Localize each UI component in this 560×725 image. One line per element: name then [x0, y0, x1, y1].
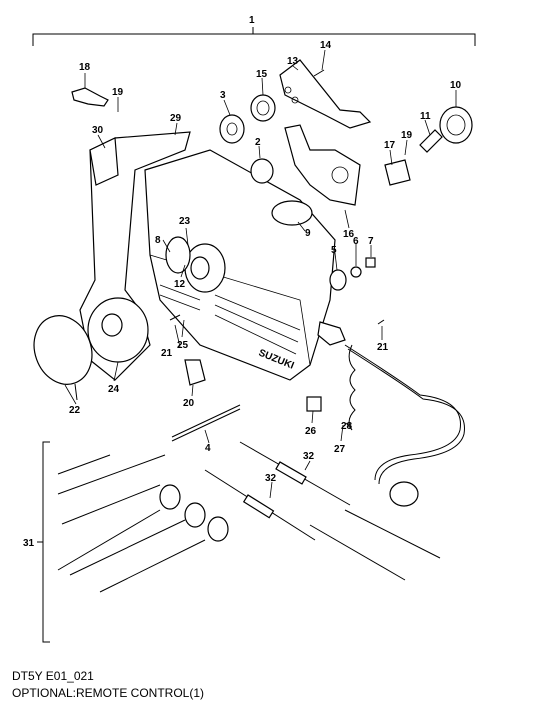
diagram-title: OPTIONAL:REMOTE CONTROL(1)	[12, 686, 205, 700]
screw-14	[313, 69, 325, 77]
callout-32-lower: 32	[265, 473, 277, 484]
callout-24: 24	[108, 384, 120, 395]
rod-4	[57, 509, 161, 571]
callout-23: 23	[179, 216, 191, 227]
clip-26	[306, 396, 322, 412]
cable-32-upper	[239, 441, 351, 506]
callouts: 1 2 3 4 5 6 7 8 9 10 11 12 13 14 15 16 1…	[23, 15, 462, 549]
diagram-code: DT5Y E01_021	[12, 669, 94, 683]
assembly-bracket	[32, 27, 476, 46]
callout-4: 4	[205, 443, 211, 454]
grommet-10	[439, 106, 473, 144]
bolt-4	[171, 404, 241, 442]
rod-2	[57, 454, 166, 495]
cable-bracket	[37, 441, 50, 643]
knob-18	[71, 87, 109, 107]
cable-far-right	[309, 509, 441, 581]
nut-6	[350, 266, 362, 278]
screw-21-right	[377, 319, 385, 325]
spacer-lower	[207, 516, 229, 542]
callout-9: 9	[305, 228, 311, 239]
bushing-3	[219, 114, 245, 144]
callout-2: 2	[255, 137, 261, 148]
callout-5: 5	[331, 245, 337, 256]
callout-13: 13	[287, 56, 299, 67]
callout-17: 17	[384, 140, 396, 151]
spacer-upper	[159, 484, 181, 510]
bracket-17	[384, 159, 411, 186]
washer-15	[250, 94, 276, 122]
callout-27: 27	[334, 444, 346, 455]
callout-12: 12	[174, 279, 186, 290]
callout-7: 7	[368, 236, 374, 247]
callout-31: 31	[23, 538, 35, 549]
callout-19-right: 19	[401, 130, 413, 141]
callout-28: 28	[341, 421, 353, 432]
ring-2	[250, 158, 274, 184]
gear-assembly	[165, 236, 226, 293]
cable-32-lower	[204, 469, 316, 541]
callout-18: 18	[79, 62, 91, 73]
control-lever	[79, 131, 191, 381]
callout-32-upper: 32	[303, 451, 315, 462]
rod-1	[57, 454, 111, 475]
callout-19-left: 19	[112, 87, 124, 98]
lanyard-cord	[348, 344, 356, 431]
callout-15: 15	[256, 69, 268, 80]
rod-6	[99, 539, 206, 593]
rod-5	[69, 519, 186, 576]
rod-3	[61, 484, 161, 525]
callout-3: 3	[220, 90, 226, 101]
shift-cam	[284, 124, 361, 206]
spacer-middle	[184, 502, 206, 528]
callout-11: 11	[420, 111, 431, 122]
bolt-11	[419, 129, 443, 153]
clip-20	[184, 359, 206, 386]
callout-30: 30	[92, 125, 104, 136]
lever-cover	[33, 315, 93, 401]
leader-lines	[64, 49, 457, 499]
plate-9	[271, 200, 313, 226]
callout-26: 26	[305, 426, 317, 437]
callout-1: 1	[249, 15, 255, 26]
callout-21-right: 21	[377, 342, 389, 353]
callout-16: 16	[343, 229, 355, 240]
callout-8: 8	[155, 235, 161, 246]
callout-25: 25	[177, 340, 189, 351]
callout-10: 10	[450, 80, 462, 91]
callout-6: 6	[353, 236, 359, 247]
nut-7	[365, 257, 376, 268]
screw-21-left	[169, 314, 181, 321]
throttle-arm	[279, 59, 372, 129]
callout-21-left: 21	[161, 348, 173, 359]
callout-29: 29	[170, 113, 182, 124]
callout-22: 22	[69, 405, 81, 416]
callout-14: 14	[320, 40, 332, 51]
callout-20: 20	[183, 398, 195, 409]
wiring-harness	[317, 321, 465, 507]
washer-5	[329, 269, 347, 291]
